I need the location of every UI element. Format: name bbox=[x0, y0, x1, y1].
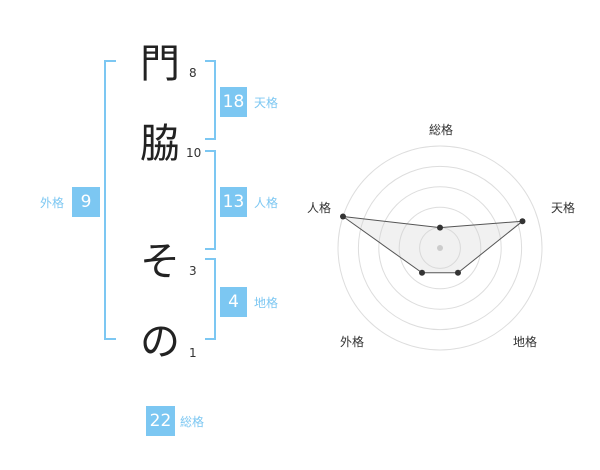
stroke-count-1: 8 bbox=[189, 66, 197, 80]
radar-ring bbox=[357, 165, 523, 331]
chikaku-bracket bbox=[205, 258, 216, 340]
radar-label-jinkaku: 人格 bbox=[307, 200, 331, 215]
tenkaku-value: 18 bbox=[220, 87, 247, 117]
radar-point-tenkaku bbox=[519, 218, 526, 225]
radar-rings bbox=[337, 145, 543, 351]
stroke-count-2: 10 bbox=[186, 146, 202, 160]
gaikaku-label: 外格 bbox=[40, 196, 65, 210]
stroke-count-4: 1 bbox=[189, 346, 197, 360]
radar-center-dot bbox=[437, 245, 443, 251]
radar-point-soukaku bbox=[437, 224, 443, 231]
radar-point-jinkaku bbox=[339, 213, 346, 220]
tenkaku-bracket bbox=[205, 60, 216, 140]
radar-label-tenkaku: 天格 bbox=[551, 200, 575, 215]
soukaku-value: 22 bbox=[146, 406, 175, 436]
gaikaku-value: 9 bbox=[72, 187, 100, 217]
radar-label-chikaku: 地格 bbox=[513, 334, 537, 349]
tenkaku-label: 天格 bbox=[254, 96, 279, 110]
jinkaku-label: 人格 bbox=[254, 196, 279, 210]
radar-points bbox=[339, 213, 526, 276]
jinkaku-bracket bbox=[205, 150, 216, 250]
name-char-4: の bbox=[140, 319, 180, 365]
stroke-count-3: 3 bbox=[189, 264, 197, 278]
chikaku-label: 地格 bbox=[254, 296, 279, 310]
radar-ring bbox=[378, 186, 502, 310]
radar-polygon bbox=[342, 216, 525, 274]
soukaku-label: 総格 bbox=[180, 415, 205, 429]
radar-ring bbox=[337, 145, 543, 351]
radar-point-chikaku bbox=[454, 269, 461, 276]
jinkaku-value: 13 bbox=[220, 187, 247, 217]
name-char-3: そ bbox=[140, 239, 180, 285]
name-char-2: 脇 bbox=[140, 121, 180, 167]
chikaku-value: 4 bbox=[220, 287, 247, 317]
radar-point-gaikaku bbox=[419, 269, 426, 276]
radar-label-soukaku: 総格 bbox=[429, 122, 453, 137]
radar-ring bbox=[398, 206, 482, 290]
radar-label-gaikaku: 外格 bbox=[340, 334, 364, 349]
name-char-1: 門 bbox=[140, 41, 180, 87]
gaikaku-bracket bbox=[104, 60, 116, 340]
